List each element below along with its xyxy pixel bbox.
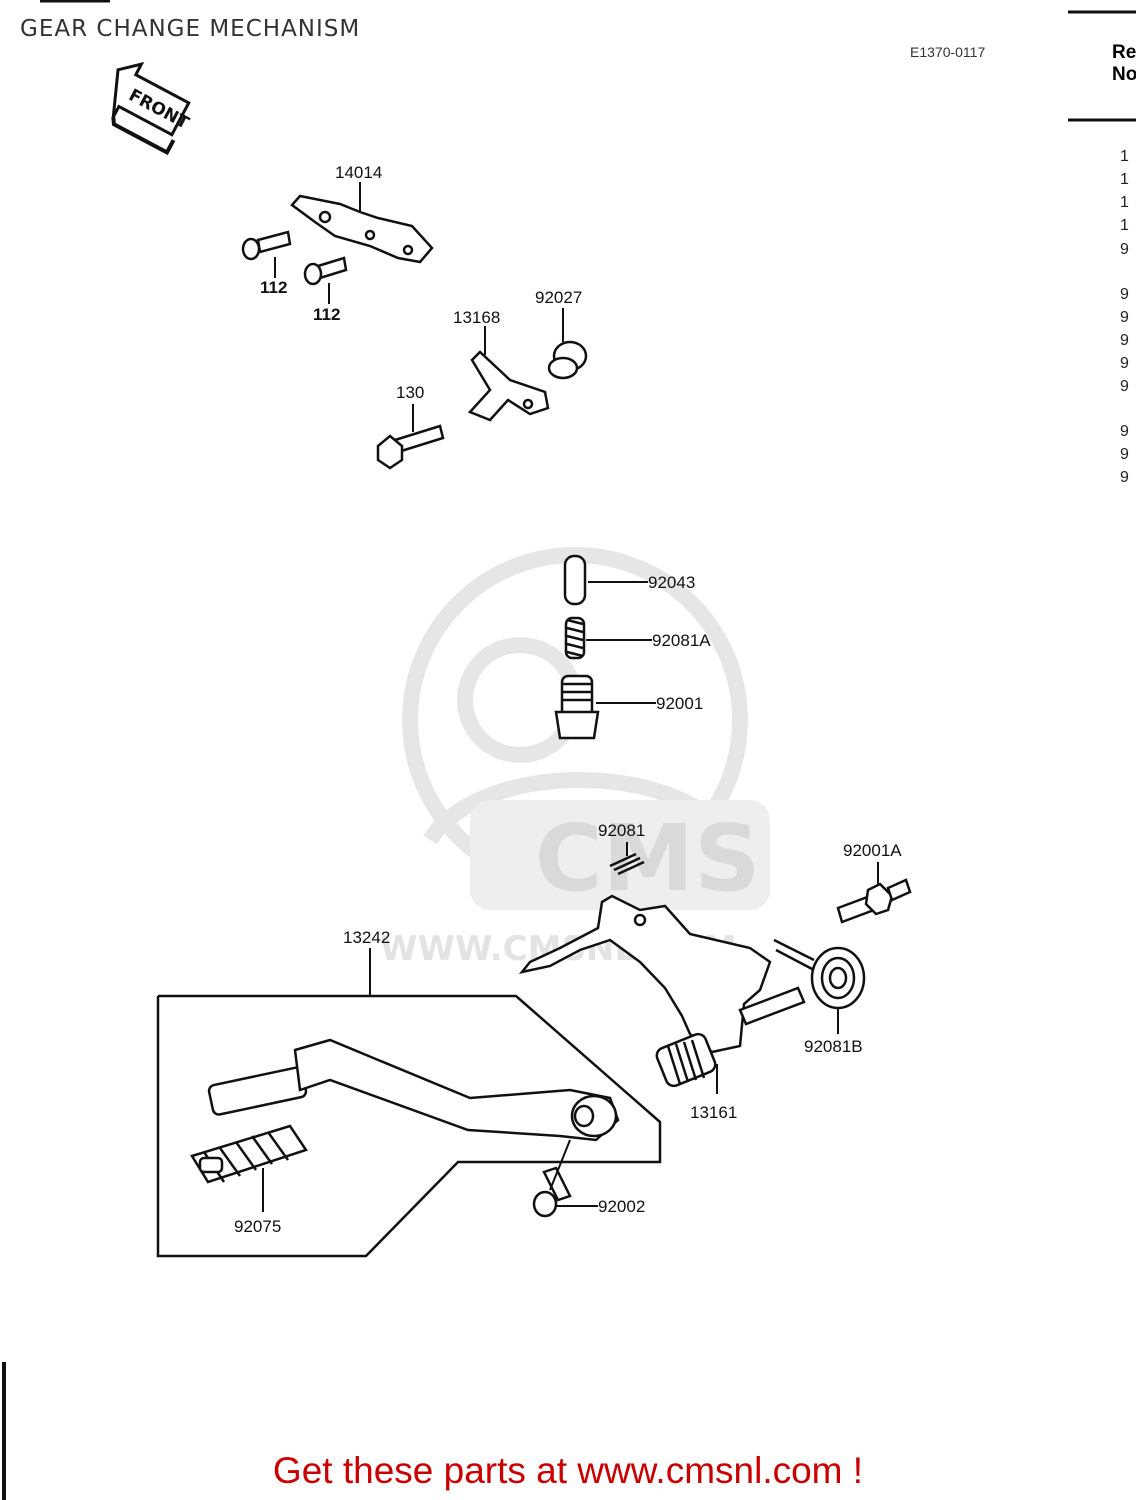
label-92043: 92043 [648,573,695,592]
parts-table-header-line2: No [1112,64,1136,85]
parts-table-cell: 9 [1120,423,1129,440]
label-112-a: 112 [260,278,287,297]
parts-table-cell: 9 [1120,332,1129,349]
parts-table-cell: 9 [1120,355,1129,372]
label-92075: 92075 [234,1217,281,1236]
label-92001: 92001 [656,694,703,713]
label-112-b: 112 [313,305,340,324]
parts-table-cell: 9 [1120,378,1129,395]
part-92002-bolt [532,1166,572,1218]
part-92001-plug [554,674,600,740]
label-14014: 14014 [335,163,382,182]
part-92043-pin [563,554,587,606]
label-92001A: 92001A [843,841,902,860]
front-arrow: FRONT [111,61,192,156]
label-130: 130 [396,383,424,402]
watermark-text: CMS [535,805,760,912]
part-13242-assembly-outline [156,994,662,1258]
part-92075-rubber [190,1124,308,1184]
parts-table-header: Re No [1112,42,1136,86]
diagram-title: GEAR CHANGE MECHANISM [20,16,361,42]
footer-cta-link[interactable]: Get these parts at www.cmsnl.com ! [272,1450,864,1491]
parts-table-cell: 9 [1120,469,1129,486]
parts-table-cell: 9 [1120,241,1129,258]
part-112-bolt-b [303,256,348,286]
parts-table-cell: 1 [1120,171,1129,188]
part-92081-spring [609,852,645,876]
part-130-bolt [376,424,445,470]
label-92002: 92002 [598,1197,645,1216]
parts-table-cell: 9 [1120,446,1129,463]
part-92027-collar [547,340,588,380]
label-13168: 13168 [453,308,500,327]
label-13161: 13161 [690,1103,737,1122]
part-13168-lever [467,350,550,422]
label-92027: 92027 [535,288,582,307]
part-92001A-bolt [836,878,912,924]
part-112-bolt-a [241,230,292,261]
label-92081B: 92081B [804,1037,863,1056]
part-14014-plate [290,194,434,264]
shift-pedal-arm [207,1038,620,1142]
parts-table-cell: 1 [1120,217,1129,234]
label-92081: 92081 [598,821,645,840]
part-13161-shaft [518,894,806,1088]
diagram-code: E1370-0117 [910,44,986,60]
label-13242: 13242 [343,928,390,947]
parts-table-header-line1: Re [1112,42,1136,63]
parts-table-cell: 1 [1120,148,1129,165]
parts-table-cell: 9 [1120,286,1129,303]
label-92081A: 92081A [652,631,711,650]
part-92081A-spring [564,616,586,660]
parts-table-cell: 1 [1120,194,1129,211]
parts-table-cell: 9 [1120,309,1129,326]
